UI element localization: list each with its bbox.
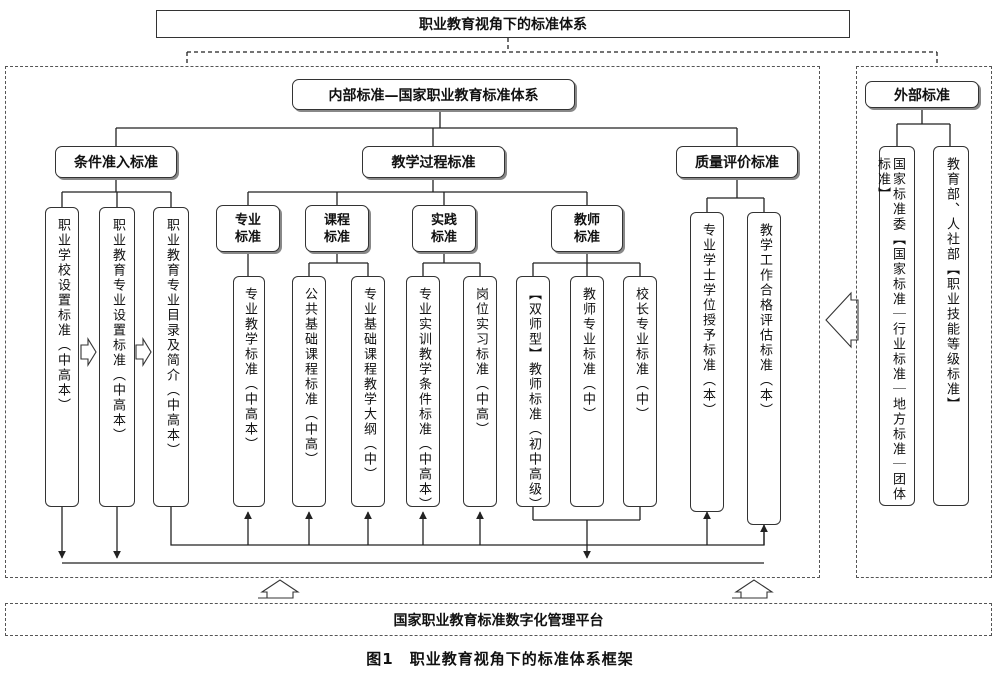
external-item-national-committee: 国家标准委【国家标准｜行业标准｜地方标准｜团体标准】 [875,146,915,506]
flow-arrow-2 [135,337,152,367]
teaching-item-public-course: 公共基础课程标准（中高） [292,276,326,507]
teaching-item-principal-professional: 校长专业标准（中） [623,276,657,507]
flow-arrow-1 [80,337,97,367]
external-input-arrow [825,291,859,349]
teaching-item-internship: 岗位实习标准（中高） [463,276,497,507]
category-teaching-process: 教学过程标准 [362,146,505,178]
subcategory-practice: 实践标准 [412,205,476,252]
teaching-item-teacher-professional: 教师专业标准（中） [570,276,604,507]
external-item-ministries: 教育部、人社部【职业技能等级标准】 [933,146,969,506]
quality-item-bachelor-degree: 专业学士学位授予标准（本） [690,212,724,512]
platform-box: 国家职业教育标准数字化管理平台 [5,603,992,636]
condition-item-school-setting: 职业学校设置标准（中高本） [45,207,79,507]
page-title: 职业教育视角下的标准体系 [156,10,850,38]
subcategory-teacher: 教师标准 [551,205,623,252]
condition-item-major-catalog: 职业教育专业目录及简介（中高本） [153,207,189,507]
teaching-item-training-conditions: 专业实训教学条件标准（中高本） [406,276,440,512]
teaching-item-major-teaching: 专业教学标准（中高本） [233,276,265,507]
teaching-item-dual-teacher: 【双师型】教师标准（初中高级） [516,276,550,512]
subcategory-major: 专业标准 [216,205,280,252]
external-title: 外部标准 [865,81,979,108]
quality-item-teaching-evaluation: 教学工作合格评估标准（本） [747,212,781,525]
platform-arrow-left [258,579,300,599]
external-frame [856,66,992,578]
internal-frame [5,66,820,578]
subcategory-course: 课程标准 [305,205,369,252]
figure-caption: 图1 职业教育视角下的标准体系框架 [366,650,634,668]
category-quality-evaluation: 质量评价标准 [676,146,798,178]
teaching-item-major-course: 专业基础课程教学大纲（中） [351,276,385,507]
internal-title: 内部标准—国家职业教育标准体系 [292,79,575,110]
category-condition-entry: 条件准入标准 [55,146,177,178]
platform-arrow-right [732,579,774,599]
condition-item-major-setting: 职业教育专业设置标准（中高本） [99,207,135,507]
